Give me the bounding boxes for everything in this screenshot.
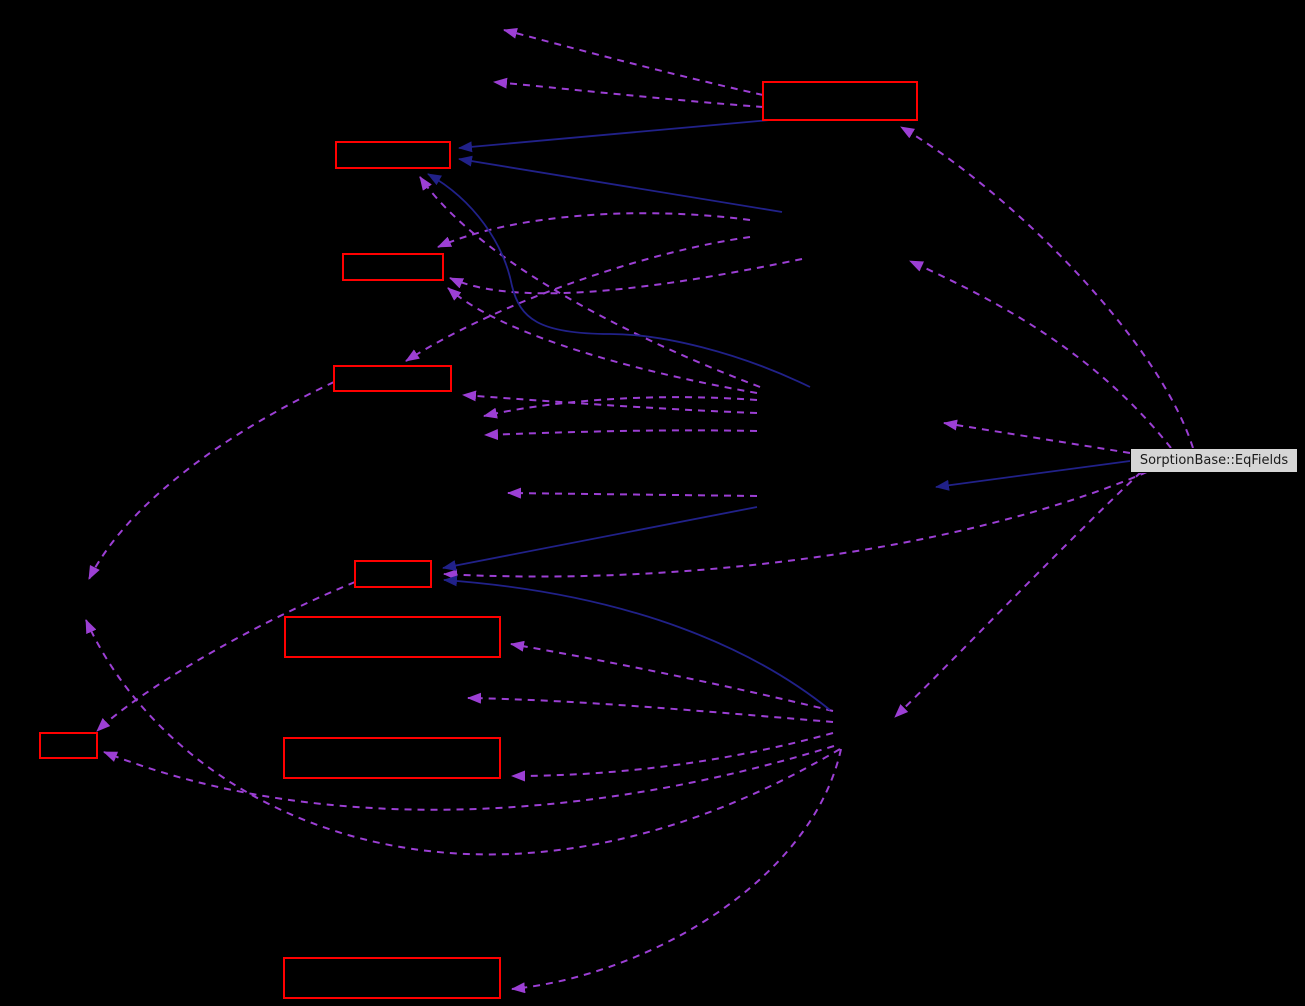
usage-edge-u10	[447, 287, 758, 394]
graph-node-1[interactable]	[762, 81, 918, 121]
usage-edge-u11	[419, 176, 761, 388]
usage-edge-u4	[909, 260, 1172, 449]
usage-edge-u22	[511, 748, 842, 994]
node-layer	[39, 81, 918, 999]
edge-layer	[85, 27, 1194, 994]
usage-edge-u9	[449, 258, 803, 295]
graph-node-3[interactable]	[342, 253, 444, 281]
usage-edge-u5	[943, 419, 1131, 454]
graph-node-8[interactable]	[39, 732, 98, 759]
usage-edge-u21	[85, 619, 841, 856]
graph-node-9[interactable]	[283, 957, 501, 999]
graph-node-4[interactable]	[333, 365, 452, 392]
inheritance-edge-i4	[427, 173, 811, 388]
graph-node-6[interactable]	[284, 616, 501, 658]
usage-edge-u2	[493, 77, 764, 108]
graph-node-5[interactable]	[354, 560, 432, 588]
usage-edge-u3	[900, 126, 1194, 449]
usage-edge-u13	[484, 429, 758, 441]
usage-edge-u15	[507, 487, 758, 499]
eqfields-node: SorptionBase::EqFields	[1130, 448, 1298, 473]
usage-edge-u8	[405, 236, 751, 362]
inheritance-edge-i6	[443, 575, 831, 711]
usage-edge-u24	[96, 581, 356, 732]
usage-edge-u6	[894, 471, 1142, 718]
usage-edge-u12	[462, 390, 758, 414]
graph-node-7[interactable]	[283, 737, 501, 779]
graph-node-2[interactable]	[335, 141, 451, 169]
usage-edge-u18	[467, 692, 834, 723]
usage-edge-u23	[88, 381, 335, 580]
usage-edge-u1	[503, 27, 764, 96]
inheritance-edge-i5	[442, 506, 758, 571]
usage-edge-u20	[103, 745, 835, 811]
usage-edge-u7	[437, 212, 751, 248]
inheritance-edge-i3	[458, 155, 783, 213]
usage-edge-u14	[483, 396, 758, 419]
usage-edge-u19	[511, 732, 834, 782]
inheritance-edge-i1	[935, 460, 1131, 491]
inheritance-edge-i2	[458, 119, 771, 153]
usage-edge-u17	[510, 640, 834, 712]
usage-edge-u16	[443, 471, 1148, 581]
